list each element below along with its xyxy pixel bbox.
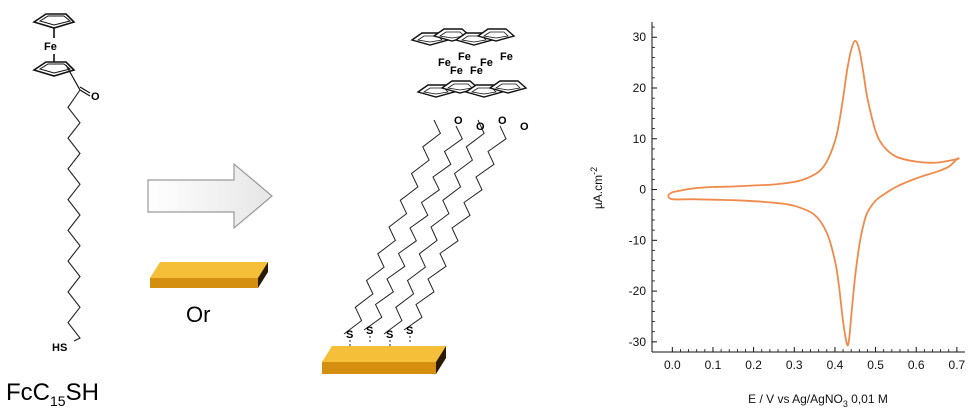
sam-iron-label: Fe — [500, 51, 513, 63]
x-tick-label: 0.3 — [786, 358, 803, 372]
carbonyl-oxygen-label: O — [91, 91, 100, 103]
y-tick-label: 30 — [633, 30, 647, 44]
sulfur-label: S — [386, 329, 393, 341]
cv-curve — [667, 39, 960, 347]
sam-iron-label: Fe — [470, 65, 483, 77]
y-tick-label: 20 — [633, 81, 647, 95]
y-tick-label: 10 — [633, 132, 647, 146]
sam-iron-label: Fe — [450, 65, 463, 77]
thiol-label: HS — [52, 342, 67, 354]
y-tick-label: -20 — [629, 284, 647, 298]
alkyl-chain — [67, 89, 81, 342]
x-tick-label: 0.7 — [949, 358, 966, 372]
sam-chain — [403, 125, 507, 331]
x-axis-label-sub: 3 — [843, 399, 848, 408]
x-tick-label: 0.5 — [867, 358, 884, 372]
sulfur-label: S — [346, 329, 353, 341]
substrate-label: Or — [186, 302, 210, 327]
y-tick-label: 0 — [639, 183, 646, 197]
y-axis-label-sup: -2 — [589, 167, 599, 175]
molecule-name: FcC15SH — [6, 379, 99, 408]
sam-iron-label: Fe — [438, 57, 451, 69]
y-axis-label: µA.cm-2 — [589, 167, 605, 209]
y-tick-label: -30 — [629, 335, 647, 349]
x-axis-label: E / V vs Ag/AgNO3 0,01 M — [748, 392, 888, 408]
molecule-name-sub: 15 — [50, 393, 66, 408]
iron-atom-label: Fe — [44, 41, 57, 53]
x-tick-label: 0.1 — [705, 358, 722, 372]
y-tick-label: -10 — [629, 233, 647, 247]
sam-gold-plate — [322, 346, 446, 374]
chart-axes — [651, 22, 965, 353]
sam-oxygen-label: O — [454, 115, 463, 127]
molecule-name-tail: SH — [66, 379, 99, 406]
sam-chain — [383, 119, 485, 335]
x-axis-label-tail: 0,01 M — [848, 392, 888, 406]
y-axis-label-main: µA.cm — [591, 175, 605, 209]
sulfur-label: S — [366, 325, 373, 337]
sulfur-label: S — [406, 325, 413, 337]
x-axis-label-main: E / V vs Ag/AgNO — [748, 392, 843, 406]
top-cp-ring — [32, 13, 76, 29]
chart-ticks: 0.0 0.1 0.2 0.3 0.4 0.5 0.6 0.7 -30 -20 -10 0 10 20 30 — [629, 26, 966, 372]
x-tick-label: 0.4 — [827, 358, 844, 372]
sam-oxygen-label: O — [520, 121, 529, 133]
sam-iron-label: Fe — [480, 57, 493, 69]
ferrocene-thiol-molecule: Fe O HS FcC15SH — [6, 13, 100, 408]
x-tick-label: 0.2 — [745, 358, 762, 372]
gold-substrate — [150, 262, 268, 288]
x-tick-label: 0.0 — [664, 358, 681, 372]
reaction-arrow — [147, 162, 273, 230]
sam-oxygen-label: O — [476, 121, 485, 133]
sam-cp-ring — [488, 80, 528, 94]
sam-iron-label: Fe — [458, 51, 471, 63]
ketone-bond — [65, 64, 81, 91]
sam-cp-ring — [476, 28, 516, 42]
sam-chain — [363, 125, 463, 331]
x-tick-label: 0.6 — [908, 358, 925, 372]
sam-chain — [343, 119, 442, 335]
sam-oxygen-label: O — [498, 115, 507, 127]
molecule-name-main: FcC — [6, 379, 50, 406]
